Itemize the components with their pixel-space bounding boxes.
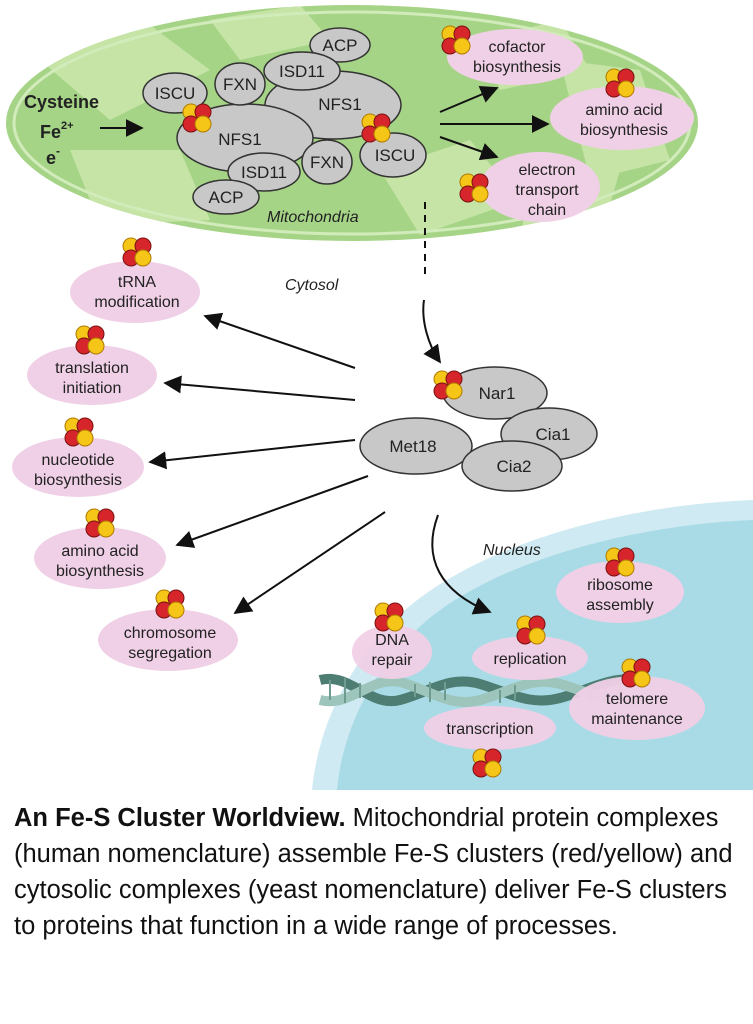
acp-bottom — [192, 179, 260, 215]
fes-cluster-icon — [64, 417, 94, 447]
isc-complex — [142, 27, 427, 215]
isc-labels: ACP ISCU FXN ISD11 NFS1 NFS1 ISD11 FXN I… — [155, 36, 416, 207]
export-arrow — [422, 202, 442, 364]
cia-labels: Nar1 Cia1 Met18 Cia2 — [389, 384, 570, 476]
replication-label: replication — [494, 651, 567, 668]
nucleus-label: Nucleus — [483, 542, 541, 559]
ribosome-line2: assembly — [586, 597, 654, 614]
fes-cluster-icon — [621, 658, 651, 688]
fes-cluster-icon — [516, 615, 546, 645]
fxn-bottom — [301, 139, 353, 185]
fes-cluster-icon — [433, 370, 463, 400]
cia2-label: Cia2 — [497, 457, 532, 476]
etc-line1: electron — [519, 162, 576, 179]
telomere-line1: telomere — [606, 691, 668, 708]
cofactor-line2: biosynthesis — [473, 59, 561, 76]
fxn-bottom-label: FXN — [310, 153, 344, 172]
trna-line2: modification — [94, 294, 179, 311]
cyto-amino-acid-line2: biosynthesis — [56, 563, 144, 580]
fes-cluster-icon — [361, 113, 391, 143]
isd11-top — [263, 51, 341, 91]
etc-line2: transport — [515, 182, 579, 199]
iscu-right — [359, 132, 427, 178]
cofactor-line1: cofactor — [489, 39, 547, 56]
fes-cluster-icon — [374, 602, 404, 632]
fxn-top — [214, 62, 266, 106]
iscu-left — [142, 72, 208, 114]
mito-amino-acid-line1: amino acid — [585, 102, 662, 119]
telomere-line2: maintenance — [591, 711, 683, 728]
caption-body: Mitochondrial protein complexes (human n… — [14, 804, 733, 940]
acp-top-label: ACP — [323, 36, 358, 55]
cyto-targets: tRNA modification translation initiation… — [12, 261, 238, 671]
cyto-arrows — [148, 312, 492, 615]
cia1-label: Cia1 — [536, 425, 571, 444]
fe-s-cluster-diagram: Mitochondria Cysteine Fe2+ e- ACP ISCU F… — [6, 5, 753, 790]
iscu-left-label: ISCU — [155, 84, 196, 103]
fes-cluster-icon — [605, 68, 635, 98]
nfs1-right-label: NFS1 — [318, 95, 361, 114]
dna-repair-line2: repair — [372, 652, 414, 669]
fes-cluster-icon — [122, 237, 152, 267]
translation-line2: initiation — [63, 380, 122, 397]
fes-cluster-icon — [459, 173, 489, 203]
cia2 — [461, 440, 563, 492]
cia-complex — [359, 366, 598, 492]
caption-title: An Fe-S Cluster Worldview. — [14, 804, 346, 832]
met18 — [359, 417, 473, 475]
dna-repair-line1: DNA — [375, 632, 409, 649]
fes-cluster-icon — [85, 508, 115, 538]
transcription-label: transcription — [446, 721, 533, 738]
acp-top — [309, 27, 371, 63]
chromosome-line2: segregation — [128, 645, 212, 662]
ribosome-line1: ribosome — [587, 577, 653, 594]
etc-line3: chain — [528, 202, 566, 219]
cyto-amino-acid-line1: amino acid — [61, 543, 138, 560]
iron-label: Fe2+ — [40, 120, 74, 142]
electron-charge: - — [56, 144, 60, 158]
fes-cluster-icon — [472, 748, 502, 778]
nuclear-targets: ribosome assembly DNA repair replication… — [352, 561, 705, 750]
trna-line1: tRNA — [118, 274, 157, 291]
iron-symbol: Fe — [40, 122, 61, 142]
mito-amino-acid-line2: biosynthesis — [580, 122, 668, 139]
mitochondria-label: Mitochondria — [267, 209, 359, 226]
iron-charge: 2+ — [61, 120, 74, 132]
translation-line1: translation — [55, 360, 129, 377]
fes-cluster-icon — [155, 589, 185, 619]
cytosol-label: Cytosol — [285, 277, 339, 294]
fes-cluster-icon — [182, 103, 212, 133]
inputs: Cysteine Fe2+ e- — [24, 92, 144, 168]
isd11-bottom — [227, 152, 301, 192]
nucleotide-line1: nucleotide — [42, 452, 115, 469]
fes-cluster-icon — [605, 547, 635, 577]
electron-label: e- — [46, 144, 60, 168]
isd11-top-label: ISD11 — [279, 62, 325, 81]
fxn-top-label: FXN — [223, 75, 257, 94]
isd11-bottom-label: ISD11 — [241, 163, 287, 182]
figure-caption: An Fe-S Cluster Worldview. Mitochondrial… — [14, 800, 744, 944]
met18-label: Met18 — [389, 437, 436, 456]
nar1-label: Nar1 — [479, 384, 516, 403]
nucleotide-line2: biosynthesis — [34, 472, 122, 489]
mito-arrows — [439, 85, 550, 161]
cysteine-label: Cysteine — [24, 92, 99, 112]
fes-cluster-icon — [441, 25, 471, 55]
chromosome-line1: chromosome — [124, 625, 217, 642]
mito-targets: cofactor biosynthesis amino acid biosynt… — [447, 29, 694, 222]
electron-symbol: e — [46, 148, 56, 168]
iscu-right-label: ISCU — [375, 146, 416, 165]
nfs1-left-label: NFS1 — [218, 130, 261, 149]
acp-bottom-label: ACP — [209, 188, 244, 207]
fes-cluster-icon — [75, 325, 105, 355]
